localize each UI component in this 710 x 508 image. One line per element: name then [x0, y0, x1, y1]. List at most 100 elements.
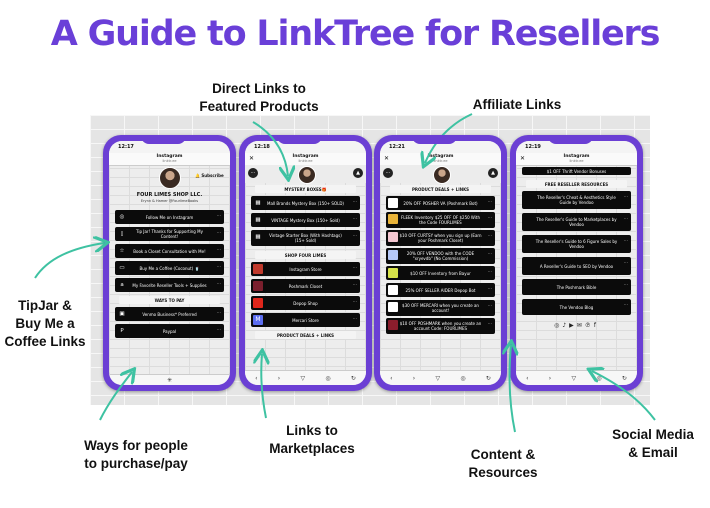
resource-button-marketplaces[interactable]: The Reseller's Guide to Marketplaces by … [522, 213, 631, 231]
link-label: Instagram Store [289, 266, 322, 272]
phone-1: 12:17 Instagram linktr.ee 🔔 Subscribe FO… [103, 135, 236, 391]
phone-4-screen: 12:19 ✕ Instagram linktr.ee $1 OFF Thrif… [516, 141, 637, 385]
back-icon[interactable]: ‹ [255, 374, 258, 382]
deal-button-posher-va[interactable]: 20% OFF POSHER VA (Poshmark Bot)··· [386, 196, 495, 210]
menu-icon[interactable]: ⋯ [248, 168, 258, 178]
compass-icon[interactable]: ◎ [325, 374, 331, 382]
link-button-coffee[interactable]: ▭Buy Me a Coffee (Coconut) 🥤··· [115, 261, 224, 275]
more-icon[interactable]: ··· [487, 270, 492, 275]
link-button-instagram-store[interactable]: Instagram Store ··· [251, 262, 360, 276]
more-icon[interactable]: ··· [352, 200, 357, 205]
link-button-box-starter[interactable]: ▦Vintage Starter Box (With Hashtags) (15… [251, 230, 360, 246]
label-marketplaces: Links to Marketplaces [269, 423, 355, 456]
more-icon[interactable]: ··· [216, 282, 221, 287]
resource-button-vendoo-blog[interactable]: The Vendoo Blog··· [522, 299, 631, 315]
page-title: A Guide to LinkTree for Resellers [50, 14, 661, 54]
forward-icon[interactable]: › [412, 374, 416, 382]
back-icon[interactable]: ‹ [390, 374, 393, 382]
more-icon[interactable]: ··· [487, 216, 492, 221]
link-label: $10 OFF Inventory from Bayur [410, 270, 471, 276]
more-icon[interactable]: ··· [352, 300, 357, 305]
forward-icon[interactable]: › [548, 374, 552, 382]
more-icon[interactable]: ··· [216, 311, 221, 316]
forward-icon[interactable]: › [277, 374, 281, 382]
avatar[interactable] [433, 166, 451, 184]
subscribe-button[interactable]: 🔔 Subscribe [195, 173, 224, 178]
resource-button-style-guide[interactable]: The Reseller's Cheat & Aesthetics Style … [522, 191, 631, 209]
more-icon[interactable]: ··· [623, 261, 628, 266]
more-icon[interactable]: ··· [623, 195, 628, 200]
deal-button-curtsy[interactable]: $10 OFF CURTSY when you sign up (Earn yo… [386, 230, 495, 246]
more-icon[interactable]: ··· [487, 287, 492, 292]
phone-1-screen: 12:17 Instagram linktr.ee 🔔 Subscribe FO… [109, 141, 230, 385]
more-icon[interactable]: ··· [216, 328, 221, 333]
facebook-icon[interactable]: f [593, 322, 599, 329]
tiktok-icon[interactable]: ♪ [562, 322, 570, 329]
more-icon[interactable]: ··· [216, 265, 221, 270]
link-label: 20% OFF VENDOO with the CODE "xryevdb" (… [406, 251, 475, 261]
status-bar: 12:19 [516, 141, 637, 153]
link-button-consultation[interactable]: ☆Book a Closet Consultation with Me!··· [115, 244, 224, 258]
subscribe-label: Subscribe [201, 173, 224, 178]
resource-button-six-figure[interactable]: The Reseller's Guide to 6 Figure Sales b… [522, 235, 631, 253]
youtube-icon[interactable]: ▶ [569, 322, 577, 329]
close-icon[interactable]: ✕ [520, 155, 526, 162]
more-icon[interactable]: ··· [352, 234, 357, 239]
share-icon[interactable]: ▽ [435, 374, 441, 382]
more-icon[interactable]: ··· [216, 248, 221, 253]
more-icon[interactable]: ··· [352, 217, 357, 222]
link-button-depop[interactable]: Depop Shop··· [251, 296, 360, 310]
avatar[interactable] [159, 167, 181, 189]
resource-button-seo[interactable]: A Reseller's Guide to SEO by Vendoo··· [522, 257, 631, 275]
share-icon[interactable]: ▽ [571, 374, 577, 382]
link-button-instagram[interactable]: ◎Follow Me on Instagram··· [115, 210, 224, 224]
bell-icon[interactable]: ▲ [353, 168, 363, 178]
close-icon[interactable]: ✕ [249, 155, 255, 162]
instagram-icon[interactable]: ◎ [554, 322, 563, 329]
deal-button-poshmark[interactable]: $10 OFF POSHMARK when you create an acco… [386, 318, 495, 334]
more-icon[interactable]: ··· [623, 283, 628, 288]
link-button-box-vintage[interactable]: ▦VINTAGE Mystery Box (150+ Sold)··· [251, 213, 360, 227]
resource-button-poshmark-bible[interactable]: The Poshmark Bible··· [522, 279, 631, 295]
deal-button-seller-aider[interactable]: 25% OFF SELLER AIDER Depop Bot··· [386, 283, 495, 297]
more-icon[interactable]: ··· [352, 266, 357, 271]
more-icon[interactable]: ··· [623, 239, 628, 244]
deal-button-mercari[interactable]: $30 OFF MERCARI when you create an accou… [386, 300, 495, 316]
back-icon[interactable]: ‹ [526, 374, 529, 382]
more-icon[interactable]: ··· [487, 322, 492, 327]
more-icon[interactable]: ··· [216, 231, 221, 236]
link-button-box-mall[interactable]: ▦Mall Brands Mystery Box (150+ SOLD)··· [251, 196, 360, 210]
deal-button-bayur[interactable]: $10 OFF Inventory from Bayur ··· [386, 266, 495, 280]
more-icon[interactable]: ··· [352, 317, 357, 322]
more-icon[interactable]: ··· [623, 303, 628, 308]
bell-icon[interactable]: ▲ [488, 168, 498, 178]
close-icon[interactable]: ✕ [384, 155, 390, 162]
link-label: Follow Me on Instagram [145, 214, 194, 220]
link-button-venmo[interactable]: ▣Venmo Business* Preferred··· [115, 307, 224, 321]
refresh-icon[interactable]: ↻ [485, 374, 491, 382]
deal-button-vendoo[interactable]: 20% OFF VENDOO with the CODE "xryevdb" (… [386, 248, 495, 264]
link-button-poshmark[interactable]: Poshmark Closet··· [251, 279, 360, 293]
more-icon[interactable]: ··· [487, 252, 492, 257]
email-icon[interactable]: ✉ [576, 322, 585, 329]
menu-icon[interactable]: ⋯ [383, 168, 393, 178]
more-icon[interactable]: ··· [487, 304, 492, 309]
more-icon[interactable]: ··· [487, 234, 492, 239]
deal-button-fleek[interactable]: FLEEK Inventory $25 OFF OF $250 With the… [386, 212, 495, 228]
more-icon[interactable]: ··· [487, 200, 492, 205]
more-icon[interactable]: ··· [352, 283, 357, 288]
refresh-icon[interactable]: ↻ [621, 374, 627, 382]
more-icon[interactable]: ··· [623, 217, 628, 222]
section-product-deals: PRODUCT DEALS + LINKS [255, 331, 356, 339]
avatar[interactable] [298, 166, 316, 184]
more-icon[interactable]: ··· [216, 214, 221, 219]
link-button-thrift-vendor[interactable]: $1 OFF Thrift Vendor Bonuses [522, 167, 631, 175]
refresh-icon[interactable]: ↻ [350, 374, 356, 382]
pinterest-icon[interactable]: ℗ [584, 322, 594, 329]
compass-icon[interactable]: ◎ [460, 374, 466, 382]
share-icon[interactable]: ▽ [300, 374, 306, 382]
link-button-tipjar[interactable]: ▯Tip Jar! Thanks for Supporting My Conte… [115, 227, 224, 241]
